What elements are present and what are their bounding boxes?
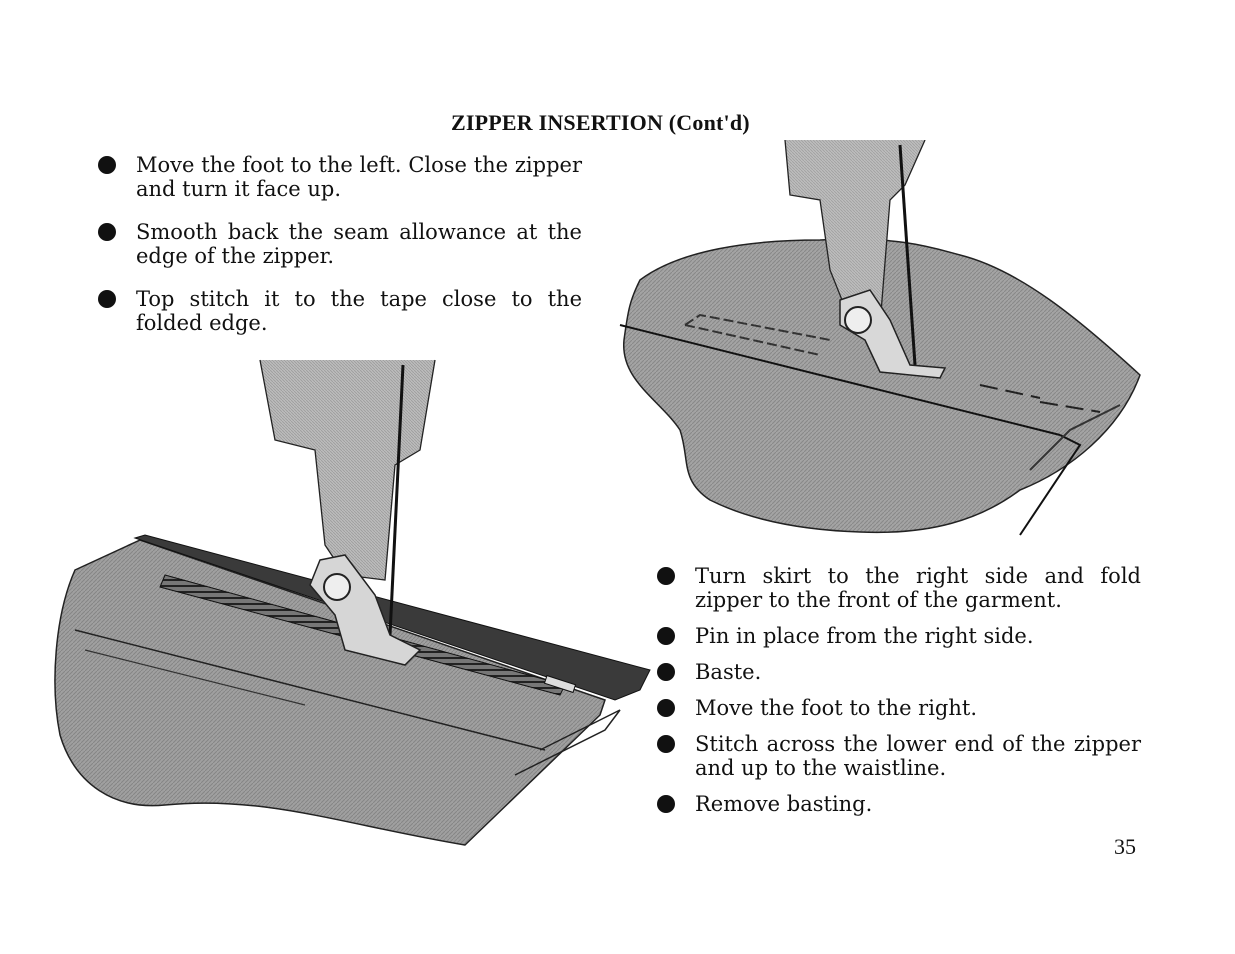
bullet-icon [98,290,116,308]
list-item: Smooth back the seam allowance at the ed… [98,220,582,268]
bottom-left-illustration [54,359,651,846]
list-item: Stitch across the lower end of the zippe… [657,732,1141,780]
step-text: Turn skirt to the right side and fold zi… [695,564,1141,612]
bullet-icon [657,795,675,813]
bullet-icon [657,735,675,753]
step-text: Top stitch it to the tape close to the f… [136,287,582,335]
garment-fabric [54,539,606,846]
bullet-icon [98,156,116,174]
bullet-icon [98,223,116,241]
step-text: Move the foot to the right. [695,696,978,720]
bullet-icon [657,699,675,717]
step-text: Baste. [695,660,762,684]
step-text: Pin in place from the right side. [695,624,1034,648]
right-instruction-list: Turn skirt to the right side and fold zi… [657,564,1141,828]
step-text: Smooth back the seam allowance at the ed… [136,220,582,268]
list-item: Turn skirt to the right side and fold zi… [657,564,1141,612]
page-number: 35 [1114,834,1136,859]
zipper-tape [133,534,651,701]
bullet-icon [657,567,675,585]
list-item: Move the foot to the right. [657,696,1141,720]
page-title: ZIPPER INSERTION (Cont'd) [451,110,750,135]
list-item: Baste. [657,660,1141,684]
bullet-icon [657,663,675,681]
list-item: Pin in place from the right side. [657,624,1141,648]
list-item: Remove basting. [657,792,1141,816]
step-text: Move the foot to the left. Close the zip… [136,153,582,201]
left-instruction-list: Move the foot to the left. Close the zip… [98,153,582,354]
top-right-illustration [619,140,1141,536]
list-item: Move the foot to the left. Close the zip… [98,153,582,201]
step-text: Remove basting. [695,792,873,816]
fabric-shape [623,238,1141,534]
step-text: Stitch across the lower end of the zippe… [695,732,1141,780]
bullet-icon [657,627,675,645]
list-item: Top stitch it to the tape close to the f… [98,287,582,335]
